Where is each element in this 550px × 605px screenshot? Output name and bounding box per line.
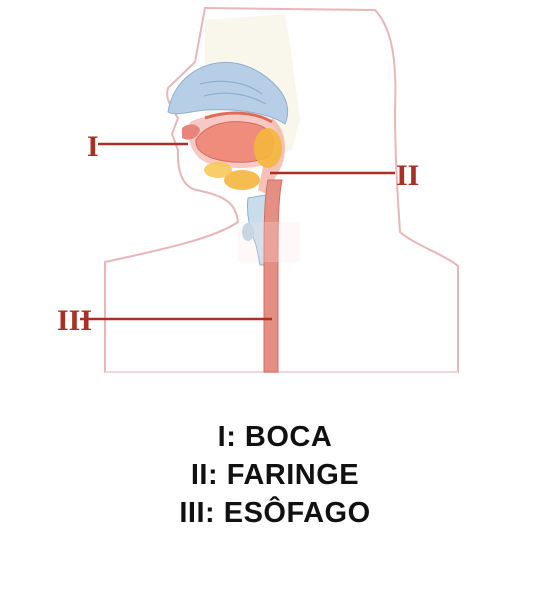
- caption-faringe: II: FARINGE: [190, 459, 360, 491]
- marker-ii: II: [396, 159, 419, 192]
- submandibular-gland: [224, 170, 260, 190]
- larynx-cartilage: [242, 223, 254, 241]
- palate: [204, 111, 273, 124]
- caption-boca: I: BOCA: [217, 421, 333, 453]
- nasal-turbinates: [199, 80, 267, 105]
- neck-shading: [238, 222, 300, 262]
- sublingual-gland: [204, 162, 232, 178]
- caption-esofago: III: ESÔFAGO: [179, 497, 371, 529]
- lips: [182, 124, 200, 140]
- parotid-gland: [254, 128, 282, 168]
- marker-i: I: [87, 130, 99, 163]
- esophagus: [263, 179, 283, 373]
- marker-iii: III: [57, 304, 92, 337]
